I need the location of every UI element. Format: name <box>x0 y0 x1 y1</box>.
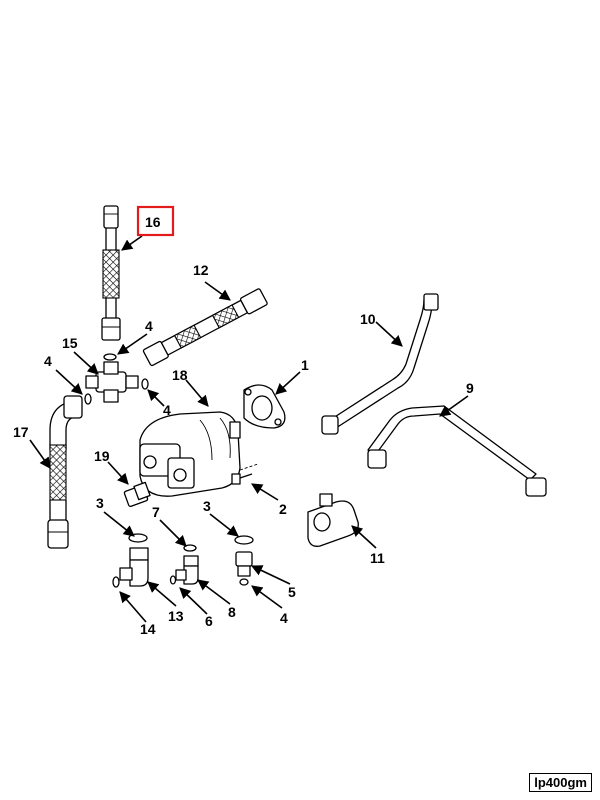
callout-3a[interactable]: 3 <box>96 495 104 511</box>
callout-5[interactable]: 5 <box>288 584 296 600</box>
callout-19[interactable]: 19 <box>94 448 110 464</box>
bolt-2 <box>231 463 259 485</box>
highlight-box <box>136 205 175 237</box>
callout-14[interactable]: 14 <box>140 621 156 637</box>
callout-4a[interactable]: 4 <box>145 318 153 334</box>
callout-3b[interactable]: 3 <box>203 498 211 514</box>
tube-9 <box>367 405 547 497</box>
callout-2[interactable]: 2 <box>279 501 287 517</box>
callout-4d[interactable]: 4 <box>280 610 288 626</box>
tube-10 <box>321 293 439 435</box>
hose-12 <box>142 288 268 367</box>
callout-15[interactable]: 15 <box>62 335 78 351</box>
callout-4b[interactable]: 4 <box>44 353 52 369</box>
callout-8[interactable]: 8 <box>228 604 236 620</box>
fitting-5 <box>234 535 254 586</box>
callout-12[interactable]: 12 <box>193 262 209 278</box>
gasket-1 <box>243 384 286 429</box>
callout-16[interactable]: 16 <box>145 214 161 230</box>
callout-1[interactable]: 1 <box>301 357 309 373</box>
callout-10[interactable]: 10 <box>360 311 376 327</box>
callout-17[interactable]: 17 <box>13 424 29 440</box>
callout-18[interactable]: 18 <box>172 367 188 383</box>
pump-18 <box>139 411 241 497</box>
callout-7[interactable]: 7 <box>152 504 160 520</box>
hose-17 <box>47 395 83 549</box>
hose-16 <box>101 205 121 341</box>
elbow-fitting-8 <box>169 544 199 585</box>
callout-13[interactable]: 13 <box>168 608 184 624</box>
callout-11[interactable]: 11 <box>370 550 385 566</box>
callout-9[interactable]: 9 <box>466 380 474 396</box>
callout-4c[interactable]: 4 <box>163 402 171 418</box>
elbow-fitting-13 <box>112 533 149 588</box>
tee-fitting-15 <box>84 353 149 405</box>
callout-6[interactable]: 6 <box>205 613 213 629</box>
tee-fitting-11 <box>307 493 359 547</box>
leader-lines <box>29 235 469 623</box>
diagram-reference-id: lp400gm <box>529 773 592 792</box>
callout-labels: 16 12 4 15 4 4 17 18 1 19 2 3 7 3 5 4 8 … <box>13 205 474 637</box>
fitting-19 <box>123 481 151 508</box>
